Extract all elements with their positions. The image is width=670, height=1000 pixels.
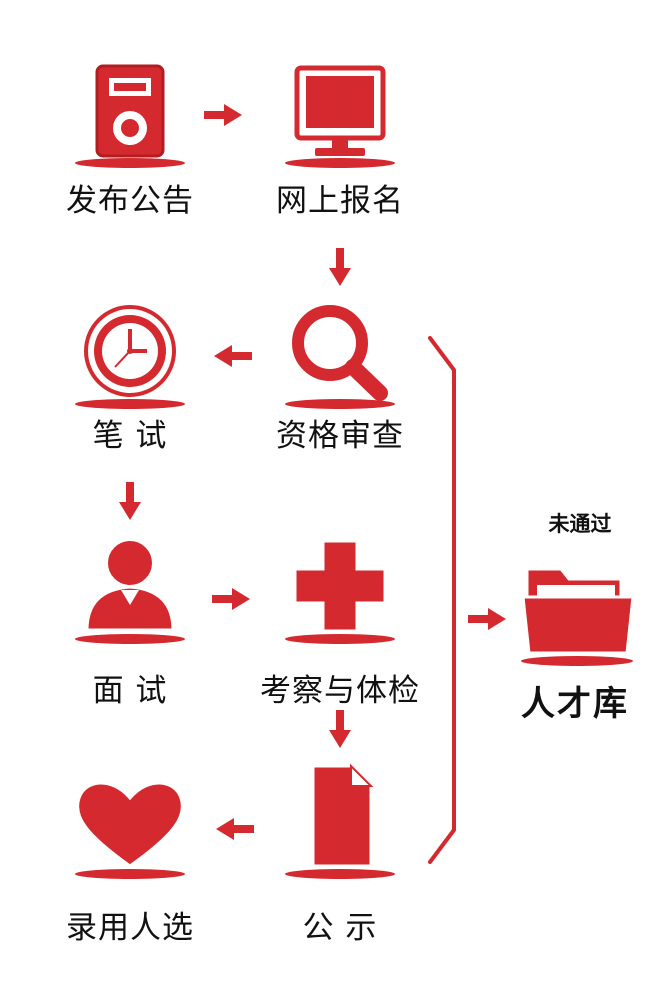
arrow-down-icon <box>119 482 141 520</box>
step-written-exam: 笔 试 <box>50 305 210 455</box>
step-inspection-and-checkup: 考察与体检 <box>255 535 425 710</box>
magnifying-glass-icon <box>285 305 395 409</box>
step-label: 网上报名 <box>276 183 404 219</box>
step-label: 发布公告 <box>66 183 194 219</box>
step-label: 面 试 <box>92 673 168 709</box>
arrow-right-icon <box>212 588 250 610</box>
step-online-registration: 网上报名 <box>260 60 420 220</box>
arrow-down-icon <box>329 710 351 748</box>
step-interview: 面 试 <box>50 535 210 710</box>
document-icon <box>285 763 395 879</box>
step-label: 笔 试 <box>92 418 168 454</box>
mp3-player-icon <box>75 64 185 168</box>
failed-note: 未通过 <box>548 512 612 536</box>
step-qualification-review: 资格审查 <box>260 305 420 455</box>
arrow-left-icon <box>214 345 252 367</box>
clock-icon <box>75 305 185 409</box>
person-icon <box>75 537 185 644</box>
step-public-notice: 公 示 <box>260 762 420 947</box>
heart-icon <box>75 781 185 879</box>
folder-icon <box>521 567 635 666</box>
step-label: 公 示 <box>302 910 378 946</box>
step-label: 考察与体检 <box>260 673 420 709</box>
arrow-right-icon <box>204 104 242 126</box>
arrow-down-icon <box>329 248 351 286</box>
step-hiring-selection: 录用人选 <box>50 770 210 947</box>
step-publish-notice: 发布公告 <box>50 60 210 220</box>
step-label: 录用人选 <box>66 910 194 946</box>
arrow-left-icon <box>216 818 254 840</box>
talent-pool-label: 人才库 <box>521 684 629 724</box>
failure-bracket <box>428 336 456 864</box>
step-label: 资格审查 <box>276 418 404 454</box>
computer-monitor-icon <box>285 65 395 168</box>
arrow-right-icon <box>468 608 506 630</box>
medical-cross-icon <box>285 539 395 644</box>
